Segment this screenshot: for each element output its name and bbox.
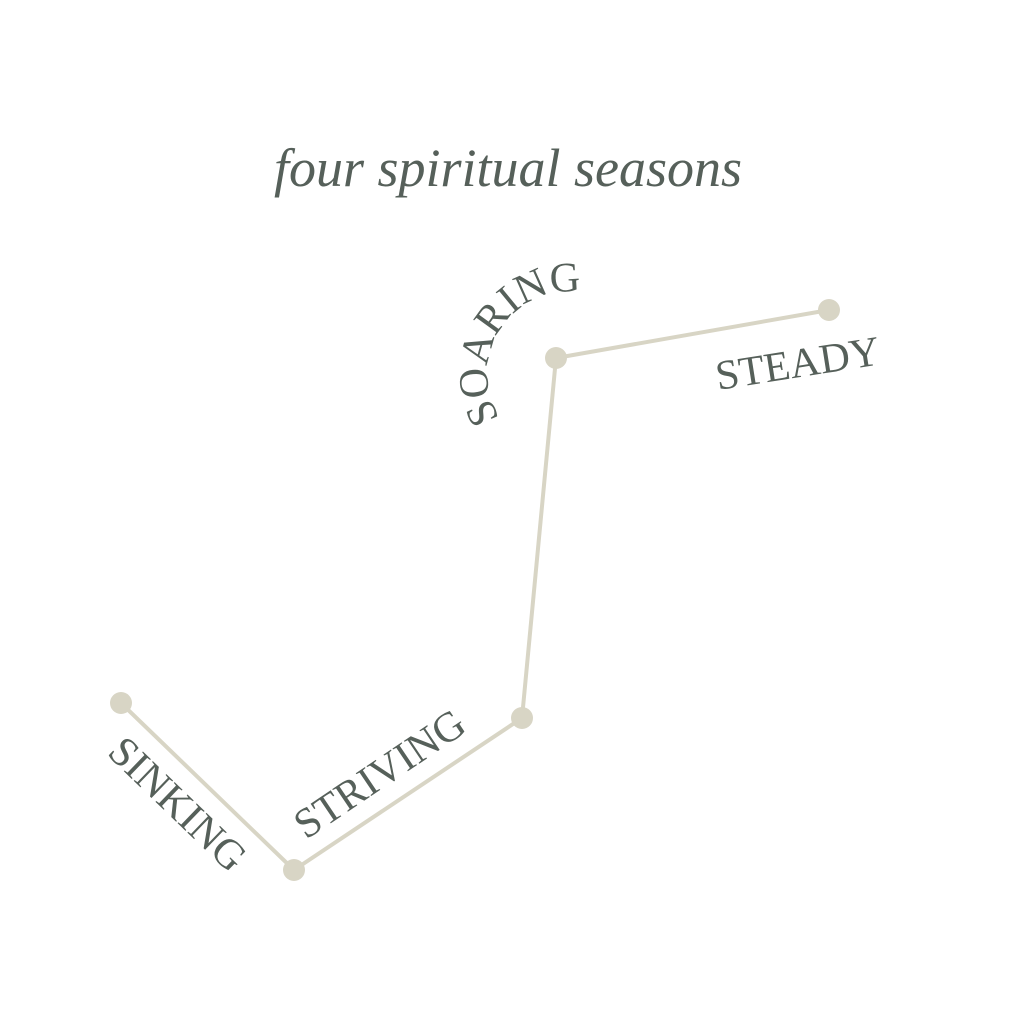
node-striving: [511, 707, 533, 729]
node-soaring: [545, 347, 567, 369]
label-soaring-text: SOARING: [450, 255, 581, 433]
node-steady: [818, 299, 840, 321]
label-sinking: SINKING: [99, 728, 255, 881]
node-striving-low: [283, 859, 305, 881]
label-steady: STEADY: [712, 329, 883, 400]
node-sinking: [110, 692, 132, 714]
diagram-title: four spiritual seasons: [274, 138, 742, 198]
label-soaring: SOARING: [450, 255, 581, 433]
label-striving: STRIVING: [286, 701, 474, 849]
